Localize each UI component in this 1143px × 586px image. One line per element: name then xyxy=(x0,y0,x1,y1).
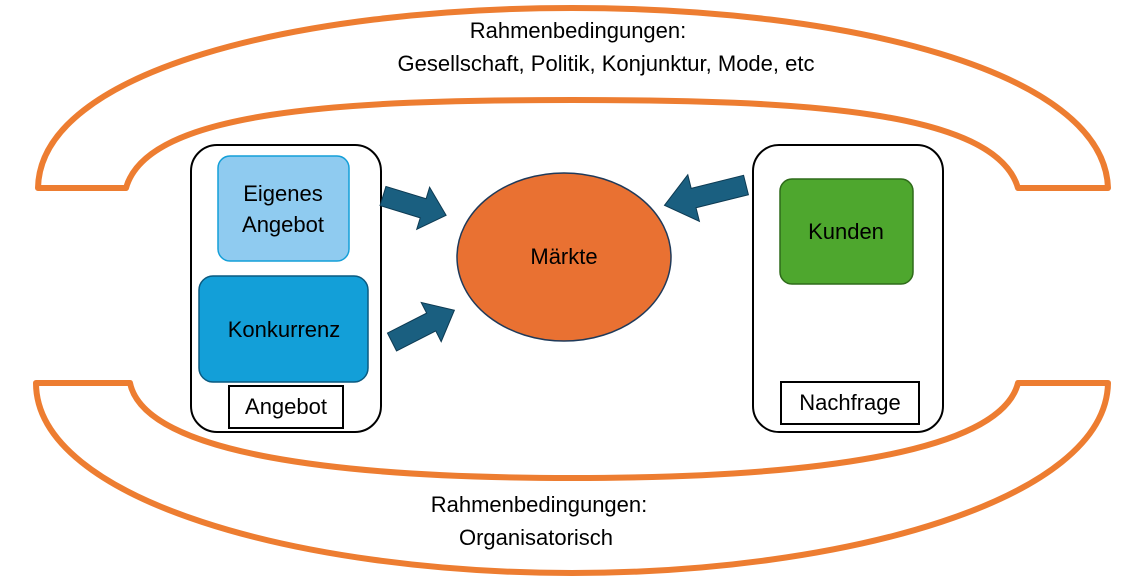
own-offer-box xyxy=(217,155,350,262)
top-framework-subtitle: Gesellschaft, Politik, Konjunktur, Mode,… xyxy=(398,51,815,76)
market-ellipse xyxy=(456,172,672,342)
top-framework-title: Rahmenbedingungen: xyxy=(470,18,687,43)
competition-label: Konkurrenz xyxy=(228,317,341,342)
customers-box xyxy=(779,178,914,285)
arrow-competition-to-market xyxy=(386,301,456,352)
own-offer-label-line2: Angebot xyxy=(242,212,324,237)
arrow-customers-to-market xyxy=(663,173,750,223)
bottom-framework-title: Rahmenbedingungen: xyxy=(431,492,648,517)
supply-group-label: Angebot xyxy=(228,385,344,429)
bottom-framework-subtitle: Organisatorisch xyxy=(459,525,613,550)
customers-label: Kunden xyxy=(808,219,884,244)
arrow-own-offer-to-market xyxy=(379,185,447,231)
own-offer-label-line1: Eigenes xyxy=(243,181,323,206)
market-label: Märkte xyxy=(530,244,597,269)
demand-group-label: Nachfrage xyxy=(780,381,920,425)
top-framework-bracket xyxy=(35,5,1111,191)
bottom-framework-bracket xyxy=(33,380,1111,576)
competition-box xyxy=(198,275,369,383)
